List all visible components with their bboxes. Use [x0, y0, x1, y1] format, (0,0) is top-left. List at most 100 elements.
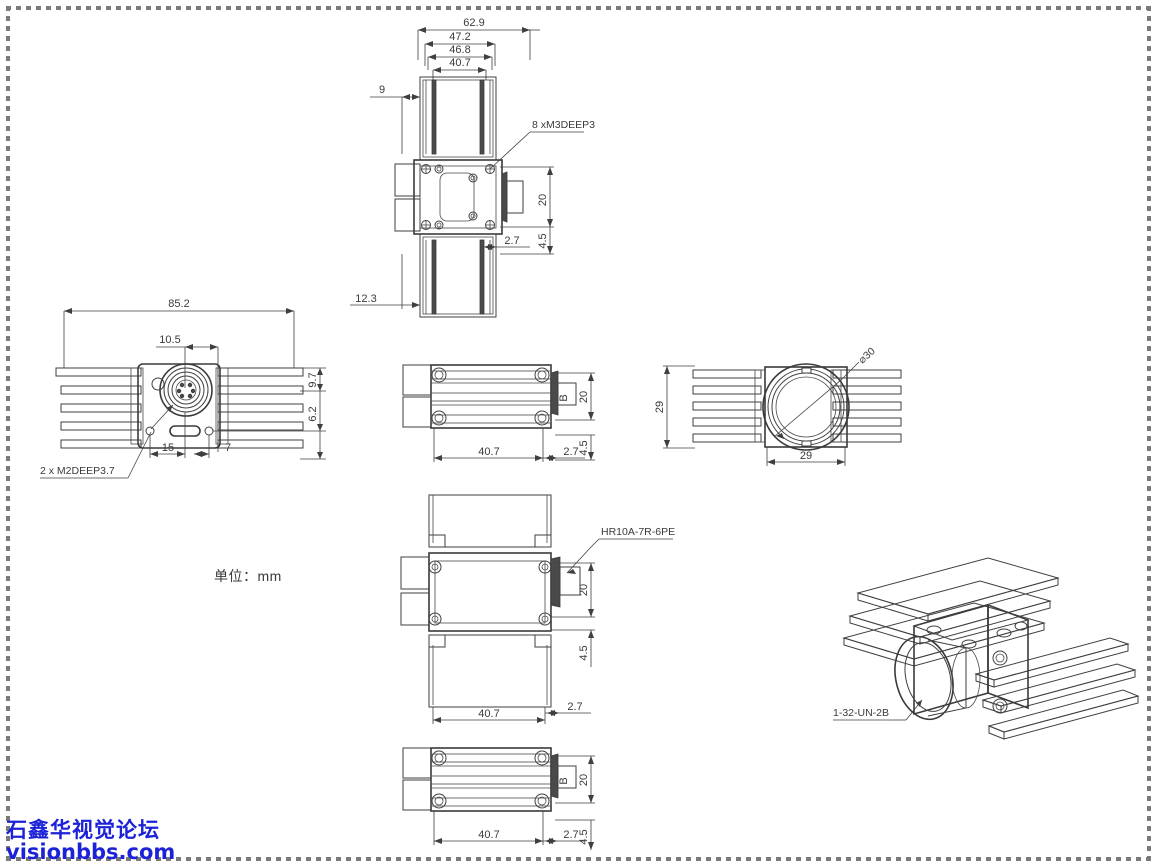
- isometric-fins-upper: [842, 557, 1060, 667]
- dimension-9-7: 9.7: [300, 367, 326, 392]
- dimension-10-5: 10.5: [156, 334, 219, 452]
- isometric-view: 1-32-UN-2B: [833, 557, 1140, 740]
- dim-label-20-side-lower: 20: [578, 774, 590, 786]
- dimension-4-5-side-lower: 4.5: [555, 819, 595, 850]
- dimension-40-7: 40.7: [432, 57, 487, 80]
- dim-label-85-2: 85.2: [168, 298, 189, 310]
- dimension-4-5-top: 4.5: [500, 227, 554, 255]
- dim-label-10-5: 10.5: [159, 334, 180, 346]
- circular-connector: [159, 363, 213, 417]
- watermark-english: visionbbs.com: [6, 840, 176, 864]
- side-lower-body: B: [402, 747, 577, 812]
- frame-border-bottom: [6, 857, 1151, 861]
- front-body-lens: [762, 363, 850, 451]
- m2-hole-right: [204, 426, 214, 436]
- callout-label-m2: 2 x M2DEEP3.7: [40, 465, 115, 477]
- top-view-body: [394, 76, 524, 318]
- dimension-46-8: 46.8: [427, 44, 493, 70]
- dimension-15: 15: [149, 412, 186, 458]
- heatsink-fins-right: [215, 367, 304, 449]
- callout-diameter-30: ⌀30: [774, 345, 878, 439]
- dim-label-62-9: 62.9: [463, 17, 484, 29]
- led-indicator: [151, 377, 165, 391]
- dim-label-6-2: 6.2: [307, 406, 319, 421]
- side-view-middle: HR10A-7R-6PE 20 4.5 40.7: [400, 494, 675, 724]
- side-upper-body: B: [402, 364, 577, 429]
- frame-border-left: [6, 6, 10, 861]
- rear-view: 85.2 10.5: [40, 298, 326, 479]
- side-middle-body: [400, 494, 581, 708]
- dim-label-47-2: 47.2: [449, 31, 470, 43]
- dimension-40-7-side-middle: 40.7: [432, 707, 546, 724]
- dim-label-15: 15: [162, 442, 174, 454]
- dimension-2-7-side-middle: 2.7: [545, 701, 591, 716]
- dim-label-20-side-middle: 20: [578, 584, 590, 596]
- side-view-upper: B 40.7 2.7 20: [402, 364, 595, 462]
- dimension-20-top: 20: [500, 166, 554, 228]
- frame-border-top: [6, 6, 1151, 10]
- dim-label-4-5-side-lower: 4.5: [578, 829, 590, 844]
- callout-label-connector: HR10A-7R-6PE: [601, 526, 675, 538]
- dimension-40-7-side-lower: 40.7: [433, 811, 544, 845]
- dimension-29-vertical: 29: [654, 365, 695, 449]
- label-b-upper: B: [558, 394, 570, 401]
- dimension-2-7-top: 2.7: [480, 235, 530, 250]
- dim-label-40-7: 40.7: [449, 57, 470, 69]
- dimension-7: 7: [194, 435, 231, 458]
- callout-connector: HR10A-7R-6PE: [566, 526, 675, 574]
- callout-label-lens-thread: 1-32-UN-2B: [833, 707, 889, 719]
- dim-label-2-7-side-upper: 2.7: [563, 446, 578, 458]
- dim-label-29-vertical: 29: [654, 401, 666, 413]
- dimension-4-5-side-upper: 4.5: [555, 434, 595, 461]
- callout-m3: 8 xM3DEEP3: [489, 119, 595, 170]
- dim-label-20-top: 20: [537, 194, 549, 206]
- dimension-20-side-lower: 20: [555, 755, 595, 804]
- dim-label-29-horizontal: 29: [800, 450, 812, 462]
- dimension-6-2: 6.2: [213, 391, 326, 460]
- heatsink-fins-left: [55, 367, 144, 449]
- front-fins-left: [692, 369, 766, 443]
- lens-mount-outer: [762, 363, 850, 451]
- dim-label-7: 7: [225, 442, 231, 454]
- dimension-20-side-middle: 20: [551, 562, 595, 618]
- dim-label-20-side-upper: 20: [578, 391, 590, 403]
- dim-label-4-5-side-upper: 4.5: [578, 440, 590, 455]
- dimension-85-2: 85.2: [63, 298, 295, 368]
- dimension-9: 9: [370, 84, 420, 154]
- front-fins-right: [830, 369, 902, 443]
- rear-face-plate: [137, 363, 221, 449]
- isometric-body: [894, 603, 1030, 721]
- dimension-20-side-upper: 20: [555, 372, 595, 421]
- top-view: 62.9 47.2 46.8 40.7: [350, 17, 595, 318]
- dimension-4-5-side-middle: 4.5: [551, 629, 595, 667]
- callout-label-m3: 8 xM3DEEP3: [532, 119, 595, 131]
- watermark-chinese: 石鑫华视觉论坛: [6, 818, 160, 842]
- dim-label-2-7-top: 2.7: [504, 235, 519, 247]
- dim-label-9-7: 9.7: [307, 372, 319, 387]
- dim-label-9: 9: [379, 84, 385, 96]
- dim-label-2-7-side-lower: 2.7: [563, 829, 578, 841]
- dimension-2-7-side-upper: 2.7: [543, 446, 585, 461]
- dim-label-2-7-side-middle: 2.7: [567, 701, 582, 713]
- dimension-2-7-side-lower: 2.7: [543, 829, 585, 844]
- dimension-47-2: 47.2: [424, 31, 496, 66]
- callout-label-diameter-30: ⌀30: [856, 345, 878, 366]
- dimension-40-7-side-upper: 40.7: [433, 428, 544, 462]
- unit-note: 单位：mm: [214, 568, 282, 584]
- dimension-62-9: 62.9: [417, 17, 540, 60]
- callout-m2: 2 x M2DEEP3.7: [40, 404, 174, 479]
- dim-label-4-5-side-middle: 4.5: [578, 645, 590, 660]
- dim-label-40-7-side-lower: 40.7: [478, 829, 499, 841]
- dimension-29-horizontal: 29: [766, 447, 846, 466]
- dim-label-40-7-side-middle: 40.7: [478, 708, 499, 720]
- dim-label-4-5-top: 4.5: [537, 233, 549, 248]
- dim-label-12-3: 12.3: [355, 293, 376, 305]
- side-view-lower: B 40.7 2.7 20 4.5: [402, 747, 595, 850]
- dimension-12-3: 12.3: [350, 254, 420, 309]
- label-b-lower: B: [558, 777, 570, 784]
- watermark: 石鑫华视觉论坛 visionbbs.com: [6, 820, 175, 863]
- dim-label-46-8: 46.8: [449, 44, 470, 56]
- dim-label-40-7-side-upper: 40.7: [478, 446, 499, 458]
- callout-lens-thread: 1-32-UN-2B: [833, 699, 923, 721]
